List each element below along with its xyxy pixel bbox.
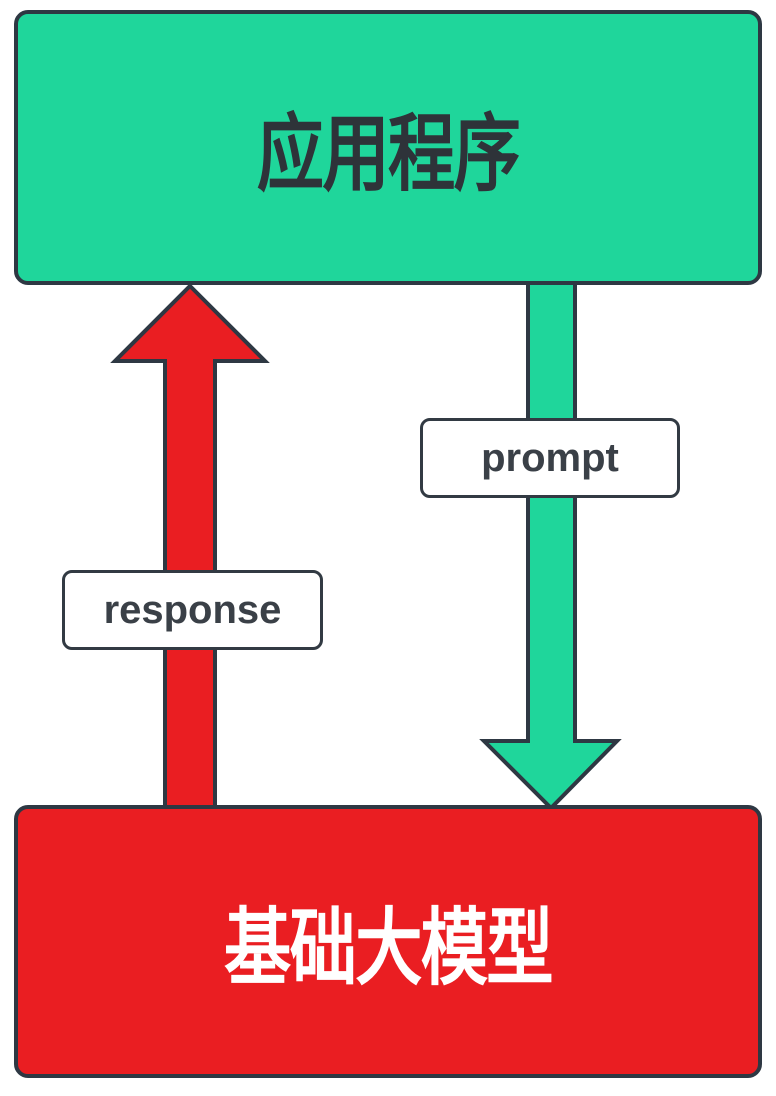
prompt-arrow <box>479 281 622 811</box>
edge-label-response: response <box>62 570 323 650</box>
node-application-label: 应用程序 <box>256 107 521 201</box>
response-arrow <box>110 283 270 814</box>
edge-label-response-text: response <box>103 587 282 632</box>
edge-label-prompt-text: prompt <box>481 435 619 480</box>
node-foundation-model-label: 基础大模型 <box>223 901 554 995</box>
node-foundation-model: 基础大模型 <box>14 805 762 1078</box>
edge-label-prompt: prompt <box>420 418 680 498</box>
node-application: 应用程序 <box>14 10 762 285</box>
